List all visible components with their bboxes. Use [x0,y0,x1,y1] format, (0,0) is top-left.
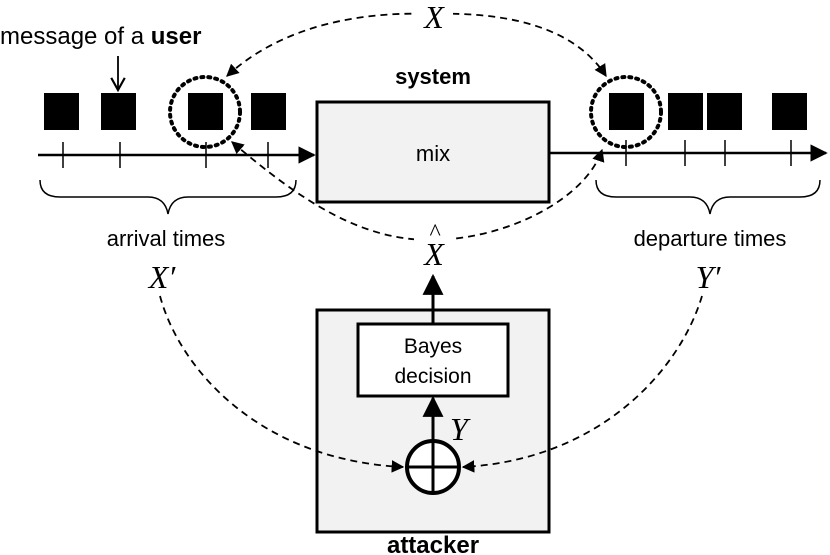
x-prime-variable: X′ [147,259,177,295]
x-prime-arc [159,295,405,473]
arrival-message [251,93,286,130]
departure-message-target [609,93,644,130]
bayes-label-line1: Bayes [404,335,462,358]
system-label: system [395,64,471,89]
x-variable: X [422,0,445,35]
combine-operator-icon [405,439,461,495]
arrival-message-user [101,93,136,130]
departure-target-highlight [589,75,663,149]
arrival-brace [39,179,297,215]
y-prime-arc [461,295,703,473]
departure-message [772,93,807,130]
bayes-decision-box [356,322,510,398]
departure-times-label: departure times [634,226,787,251]
message-of-user-label: message of a user [0,23,201,50]
departure-message [707,93,742,130]
arrival-message-target [188,93,223,130]
arrival-times-label: arrival times [107,226,226,251]
arrival-target-highlight [168,75,242,149]
y-prime-variable: Y′ [696,259,722,295]
mix-label: mix [416,141,450,166]
attacker-label: attacker [387,532,479,555]
x-hat-variable: X [422,236,445,272]
y-variable: Y [450,411,471,447]
arrival-message [44,93,79,130]
departure-ticks [625,140,792,166]
bayes-label-line2: decision [394,365,471,388]
x-hat-estimate-arc [231,141,605,241]
departure-message [668,93,703,130]
departure-brace [595,179,821,215]
x-hat-accent: ^ [429,220,441,246]
